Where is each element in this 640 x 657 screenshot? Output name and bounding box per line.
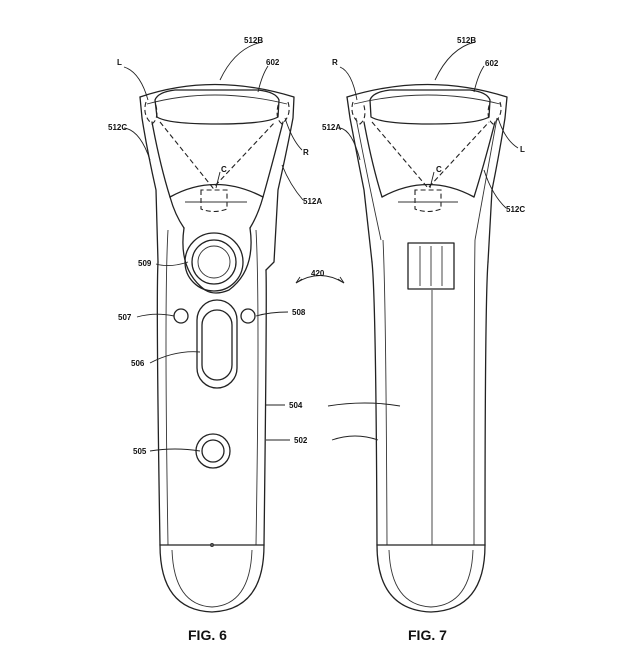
fig6-camera (200, 189, 228, 213)
fig7-side-button[interactable] (407, 242, 455, 290)
fig7-corner-right (487, 101, 502, 125)
leader-lines (123, 41, 519, 452)
fig6-label-509: 509 (138, 259, 152, 268)
fig7-body-left-inner (382, 239, 388, 546)
fig6-head-outline (139, 83, 295, 271)
fig7-cap (376, 544, 486, 613)
fig6-window-right (262, 121, 284, 198)
fig7-head-outline-left (346, 96, 373, 263)
fig7-label-512a: 512A (322, 123, 341, 132)
fig7-body-right-inner (473, 239, 476, 546)
fig6-head-inner-rim (146, 94, 288, 105)
fig6-window-left (151, 121, 171, 198)
fig6-dashed-v (159, 121, 276, 189)
fig6-label-512a: 512A (303, 197, 322, 206)
fig7-window-arc (381, 183, 475, 198)
fig6-body-right (263, 269, 267, 546)
fig7-window-right (473, 121, 496, 198)
fig6-label-l: L (117, 58, 122, 67)
label-420: 420 (311, 269, 325, 278)
fig6-cap-inner (171, 549, 253, 608)
fig6-label-507: 507 (118, 313, 132, 322)
fig6-trigger-slot (196, 299, 238, 389)
fig7-labels: 512B R 602 512A L C 512C (322, 36, 525, 214)
fig6-label-508: 508 (292, 308, 306, 317)
fig6-label-602: 602 (266, 58, 280, 67)
fig7-head-outline (346, 83, 508, 263)
fig7-dashed-v (371, 121, 490, 189)
fig6-bottom-button[interactable] (201, 439, 225, 463)
fig7-label-512b: 512B (457, 36, 476, 45)
fig6-left-button[interactable] (173, 308, 189, 324)
fig6-body-left (156, 261, 161, 546)
fig6-main-button-inner (197, 245, 231, 279)
fig7-controller (346, 83, 508, 613)
fig6-main-button[interactable] (191, 239, 237, 285)
fig6-body-left-inner (165, 229, 169, 546)
fig7-body-left (371, 261, 378, 546)
fig7-head-side-right (474, 117, 498, 241)
label-502: 502 (294, 436, 308, 445)
fig6-main-button-ring[interactable] (184, 232, 244, 292)
fig7-body-right (484, 261, 489, 546)
fig7-cap-inner (388, 549, 474, 608)
fig6-body-right-inner (255, 229, 259, 546)
fig6-caption: FIG. 6 (188, 627, 227, 643)
fig6-label-512c: 512C (108, 123, 127, 132)
label-504: 504 (289, 401, 303, 410)
fig6-label-506: 506 (131, 359, 145, 368)
fig7-head-inner-rim (353, 94, 501, 105)
fig7-top-panel (369, 89, 491, 125)
fig7-label-602: 602 (485, 59, 499, 68)
fig7-window-left (363, 121, 383, 198)
fig7-caption: FIG. 7 (408, 627, 447, 643)
fig6-label-c: C (221, 165, 227, 174)
fig6-bottom-button-ring (195, 433, 231, 469)
fig7-label-c: C (436, 165, 442, 174)
fig7-head-side-left (355, 117, 382, 241)
fig6-top-panel (154, 89, 280, 125)
fig7-label-l: L (520, 145, 525, 154)
fig6-button-housing (182, 227, 252, 294)
fig6-window-arc (169, 183, 264, 198)
fig7-camera (414, 189, 442, 213)
fig6-window-neck (169, 196, 264, 229)
fig6-right-button[interactable] (240, 308, 256, 324)
fig7-label-r: R (332, 58, 338, 67)
fig6-head-outline-left (139, 96, 159, 263)
fig6-label-505: 505 (133, 447, 147, 456)
shared-labels: 420 504 502 (289, 269, 325, 445)
fig6-controller (139, 83, 295, 613)
fig7-label-512c: 512C (506, 205, 525, 214)
fig6-label-r: R (303, 148, 309, 157)
fig6-labels: 512B L 602 512C R C 512A 509 507 508 506… (108, 36, 322, 456)
fig7-corner-left (351, 101, 366, 125)
fig6-cap-hole (210, 543, 214, 547)
fig6-cap (159, 544, 265, 613)
fig6-label-512b: 512B (244, 36, 263, 45)
fig6-trigger[interactable] (201, 309, 233, 381)
